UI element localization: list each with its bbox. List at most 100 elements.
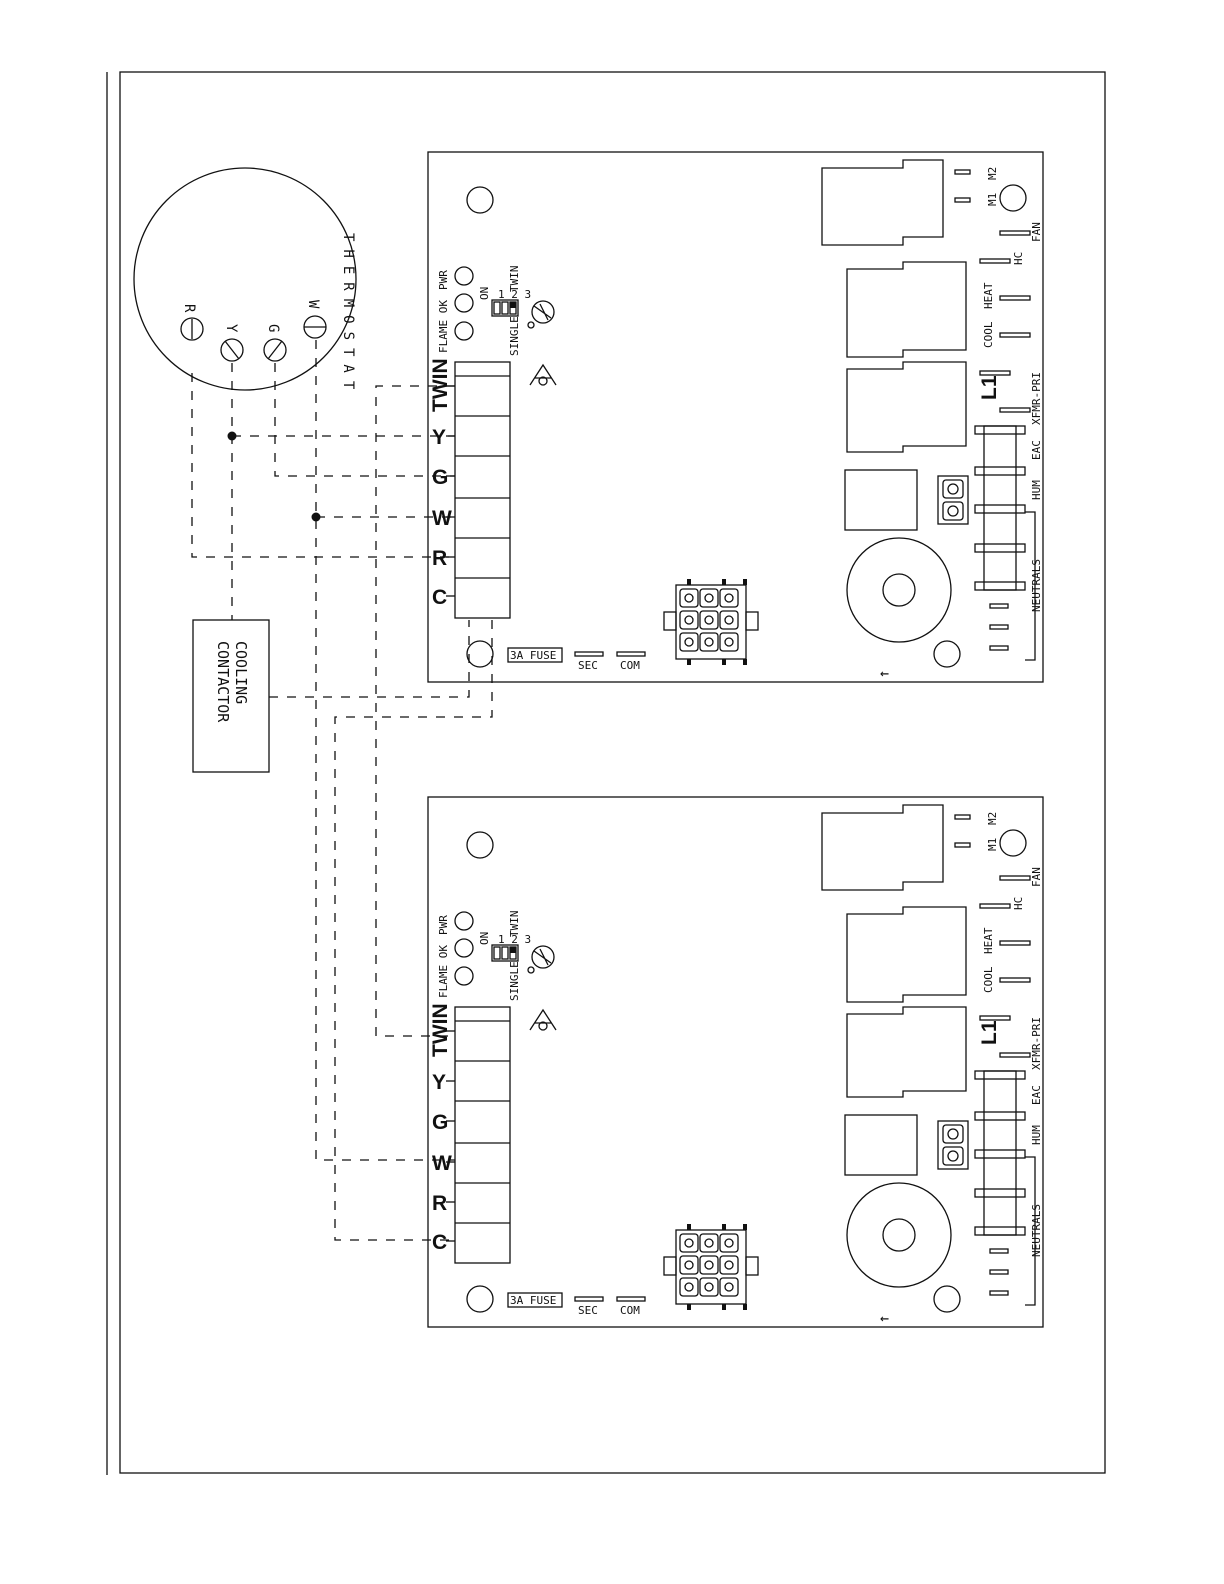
thermostat-label-g: G	[265, 324, 281, 332]
connector-pin-hole	[725, 594, 733, 602]
connector-tab	[746, 1257, 758, 1275]
wire-contactor-com	[269, 620, 469, 697]
connector-pin	[720, 611, 738, 629]
sec-terminal	[575, 652, 603, 656]
spade-terminal	[980, 1016, 1010, 1020]
connector-pin	[720, 1256, 738, 1274]
connector-pin-hole	[725, 1283, 733, 1291]
connector-pin-hole	[685, 594, 693, 602]
contactor-line1: COOLING	[232, 641, 250, 704]
connector-pin	[680, 1278, 698, 1296]
spade-terminal	[1000, 333, 1030, 337]
transformer-core	[883, 574, 915, 606]
dip-lever-on	[510, 302, 516, 308]
mounting-hole	[467, 832, 493, 858]
terminal-label-y: Y	[432, 426, 446, 449]
spade-terminal	[990, 1270, 1008, 1274]
label-eac: EAC	[1030, 440, 1043, 460]
connector-tab	[746, 612, 758, 630]
connector-pin-tip	[687, 1304, 691, 1310]
relay-xfmr	[847, 1007, 966, 1097]
mounting-hole	[1000, 830, 1026, 856]
connector-pin	[700, 611, 718, 629]
connector-pin-tip	[743, 659, 747, 665]
relay-heat-cool	[847, 262, 966, 357]
spade-terminal	[955, 198, 970, 202]
thermostat-label-w: W	[305, 300, 321, 309]
connector-pin	[700, 1234, 718, 1252]
spade-terminal	[990, 1291, 1008, 1295]
thermostat-screw-g	[264, 339, 286, 361]
dip-lever	[494, 947, 500, 959]
spade-terminal	[1000, 408, 1030, 412]
connector-pin-tip	[687, 579, 691, 585]
cert-mark-aga-icon	[530, 1010, 556, 1030]
sec-label: SEC	[578, 1304, 598, 1317]
com-terminal	[617, 1297, 645, 1301]
connector-pin-hole	[685, 616, 693, 624]
dip-lever	[502, 947, 508, 959]
spade-terminal	[955, 815, 970, 819]
terminal-label-c: C	[432, 586, 447, 609]
label-heat: HEAT	[982, 927, 995, 954]
connector-pin	[680, 1256, 698, 1274]
connector-pin-hole	[705, 1261, 713, 1269]
relay-small	[845, 470, 917, 530]
mounting-hole	[1000, 185, 1026, 211]
bus-bar-tab	[975, 505, 1025, 513]
cooling-contactor: COOLING CONTACTOR	[193, 620, 269, 772]
connector-pin	[700, 633, 718, 651]
terminal-label-twin: TWIN	[429, 1003, 452, 1057]
neutral-bus-bar	[984, 1071, 1016, 1235]
connector-pin-hole	[725, 616, 733, 624]
terminal-label-c: C	[432, 1231, 447, 1254]
status-led	[455, 322, 473, 340]
status-led	[455, 939, 473, 957]
connector-pin-hole	[685, 1239, 693, 1247]
connector-pin	[680, 589, 698, 607]
connector-pin-hole	[685, 638, 693, 646]
terminal-strip	[455, 1007, 510, 1263]
connector-pin	[700, 1278, 718, 1296]
dip-label-single: SINGLE	[508, 316, 521, 356]
spade-terminal	[1000, 296, 1030, 300]
relay-fan	[822, 160, 943, 245]
terminal-label-w: W	[432, 1152, 452, 1175]
connector-pin	[720, 633, 738, 651]
spade-terminal	[990, 1249, 1008, 1253]
status-led	[455, 912, 473, 930]
com-terminal	[617, 652, 645, 656]
connector-pin-hole	[705, 638, 713, 646]
cert-mark-aga-icon	[530, 365, 556, 385]
connector-pin	[700, 589, 718, 607]
label-m2: M2	[986, 167, 999, 180]
connector-pin-tip	[722, 659, 726, 665]
thermostat-label-y: Y	[223, 324, 239, 333]
bus-bar-tab	[975, 582, 1025, 590]
bus-bar-tab	[975, 1150, 1025, 1158]
direction-arrow: ←	[880, 664, 889, 682]
led-label-flame-ok: FLAME OK	[437, 300, 450, 353]
label-hum: HUM	[1030, 480, 1043, 500]
cert-mark-ga-icon	[528, 301, 554, 328]
dip-label-single: SINGLE	[508, 961, 521, 1001]
dip-lever	[502, 302, 508, 314]
thermostat-screw-w	[304, 316, 326, 338]
bus-bar-tab	[975, 1227, 1025, 1235]
bus-bar-tab	[975, 544, 1025, 552]
contactor-line2: CONTACTOR	[214, 641, 232, 723]
sec-terminal	[575, 1297, 603, 1301]
board-outline	[428, 152, 1043, 682]
connector-pin-tip	[743, 1304, 747, 1310]
bus-bar-tab	[975, 1071, 1025, 1079]
transformer-core	[883, 1219, 915, 1251]
relay-xfmr	[847, 362, 966, 452]
mounting-hole	[467, 1286, 493, 1312]
connector-pin-hole	[725, 1239, 733, 1247]
thermostat-screw-y	[221, 339, 243, 361]
label-eac: EAC	[1030, 1085, 1043, 1105]
connector-pin-hole	[685, 1261, 693, 1269]
thermostat-screw-r	[181, 318, 203, 340]
connector-pin-hole	[705, 1283, 713, 1291]
